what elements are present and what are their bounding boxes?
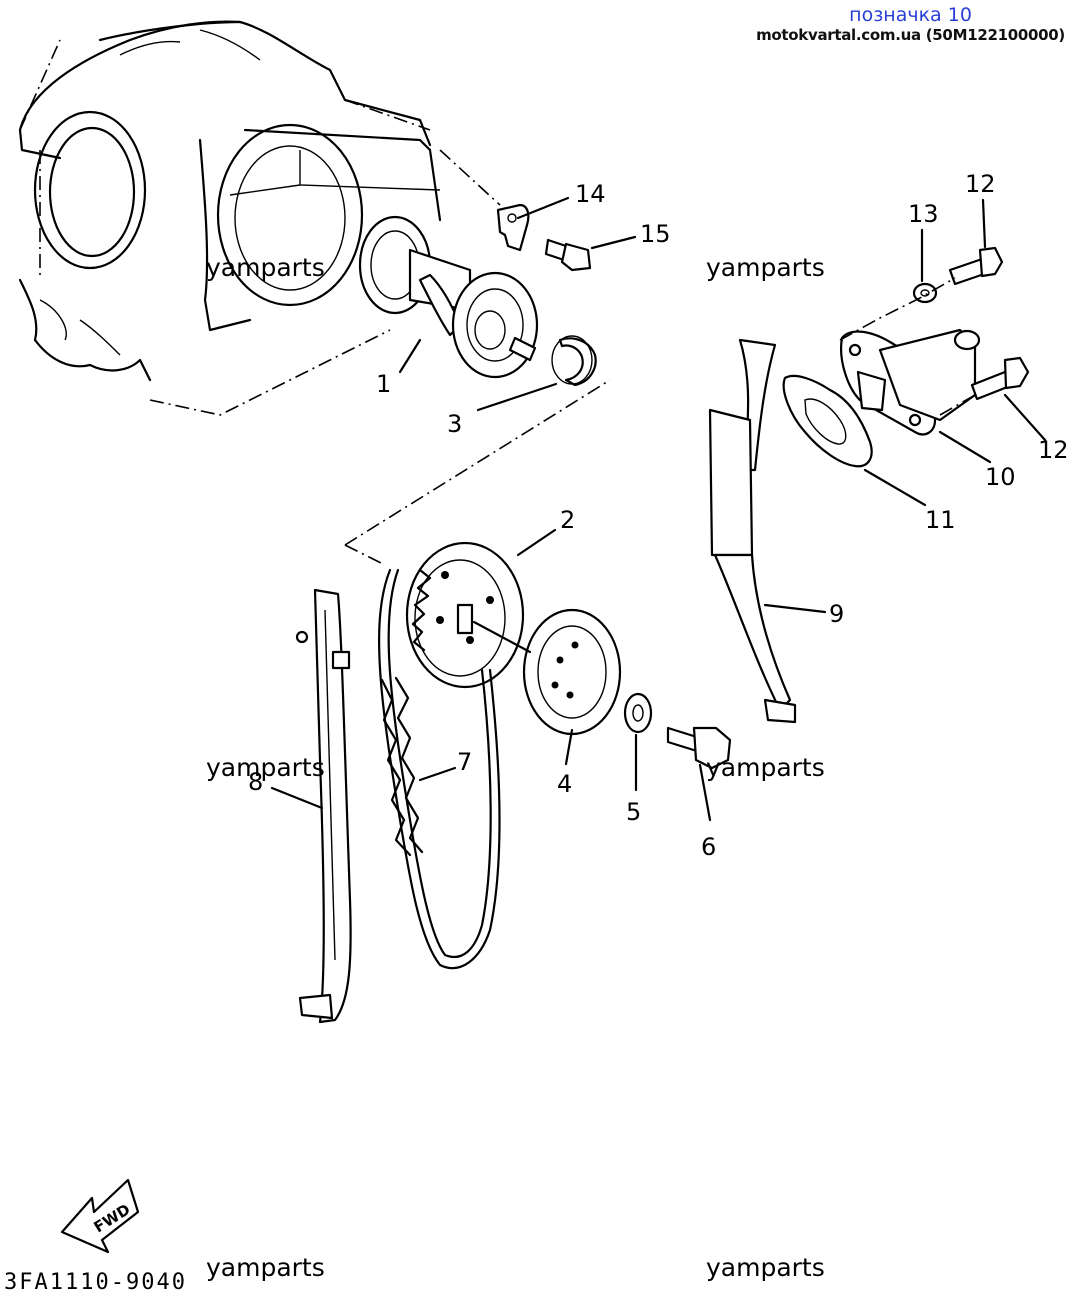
callout-14: 14 <box>575 180 606 208</box>
circlip <box>551 335 597 387</box>
callout-12-lower: 12 <box>1038 436 1069 464</box>
watermark: yamparts <box>706 753 825 782</box>
callout-10: 10 <box>985 463 1016 491</box>
callout-1: 1 <box>376 370 391 398</box>
callout-6: 6 <box>701 833 716 861</box>
watermark: yamparts <box>706 1253 825 1282</box>
page-subtitle: motokvartal.com.ua (50M122100000) <box>756 26 1065 44</box>
callout-7: 7 <box>457 748 472 776</box>
washer <box>623 692 653 734</box>
tensioner-assembly <box>840 328 981 436</box>
tensioner-bolt-lower <box>970 356 1030 401</box>
callout-4: 4 <box>557 770 572 798</box>
callout-12-upper: 12 <box>965 170 996 198</box>
drawing-code: 3FA1110-9040 <box>4 1270 187 1295</box>
header: позначка 10 motokvartal.com.ua (50M12210… <box>756 4 1065 45</box>
camshaft <box>358 215 539 379</box>
callout-5: 5 <box>626 798 641 826</box>
watermark: yamparts <box>206 253 325 282</box>
callout-15: 15 <box>640 220 671 248</box>
tensioner-bolt-upper <box>948 246 1004 286</box>
cam-chain <box>378 568 501 970</box>
plate-bolt <box>544 238 592 272</box>
fwd-arrow: FWD <box>60 1178 140 1254</box>
cam-sprocket <box>405 541 525 689</box>
alignment-lines <box>344 277 976 566</box>
callout-11: 11 <box>925 506 956 534</box>
chain-guide-intake <box>708 338 797 724</box>
callout-13: 13 <box>908 200 939 228</box>
watermark: yamparts <box>206 1253 325 1282</box>
sprocket-bolt <box>666 726 732 770</box>
callout-2: 2 <box>560 506 575 534</box>
page-title: позначка 10 <box>849 4 972 26</box>
cylinder-head <box>18 20 501 416</box>
watermark: yamparts <box>206 753 325 782</box>
chain-guide-exhaust <box>295 588 352 1024</box>
callout-8: 8 <box>248 768 263 796</box>
sprocket-carrier <box>522 608 622 736</box>
callout-9: 9 <box>829 600 844 628</box>
callout-3: 3 <box>447 410 462 438</box>
watermark: yamparts <box>706 253 825 282</box>
cam-plate <box>496 203 530 252</box>
leader-lines <box>270 196 1047 822</box>
tensioner-gasket <box>782 374 873 468</box>
